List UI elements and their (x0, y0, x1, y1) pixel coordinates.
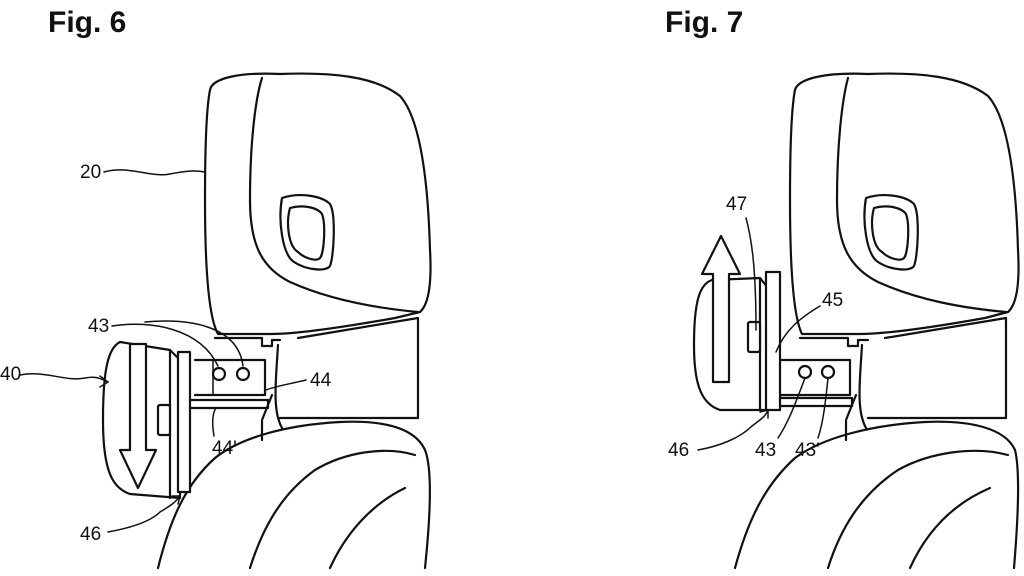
figure-6-labels: 20 43 44 44' 40 46 (0, 162, 332, 545)
label-44-prime: 44' (212, 438, 237, 459)
headrest (205, 74, 431, 418)
down-arrow-icon (120, 344, 156, 488)
label-46-7: 46 (668, 440, 689, 461)
seat-backrest (158, 422, 430, 568)
label-43-7: 43 (755, 440, 776, 461)
figure-7-title: Fig. 7 (665, 6, 743, 39)
label-20: 20 (80, 162, 101, 183)
label-46: 46 (80, 524, 101, 545)
label-45: 45 (822, 290, 843, 311)
figure-7: Fig. 7 (665, 6, 1019, 568)
label-43: 43 (88, 316, 109, 337)
seat-backrest-7 (735, 422, 1018, 568)
figure-6-title: Fig. 6 (48, 6, 126, 39)
label-40: 40 (0, 364, 21, 385)
up-arrow-icon (702, 236, 740, 382)
label-43-prime: 43' (795, 440, 820, 461)
side-module-7 (694, 236, 780, 410)
label-44: 44 (310, 370, 332, 391)
side-module (103, 342, 190, 498)
label-47: 47 (726, 194, 747, 215)
figure-6: Fig. 6 (0, 6, 431, 568)
